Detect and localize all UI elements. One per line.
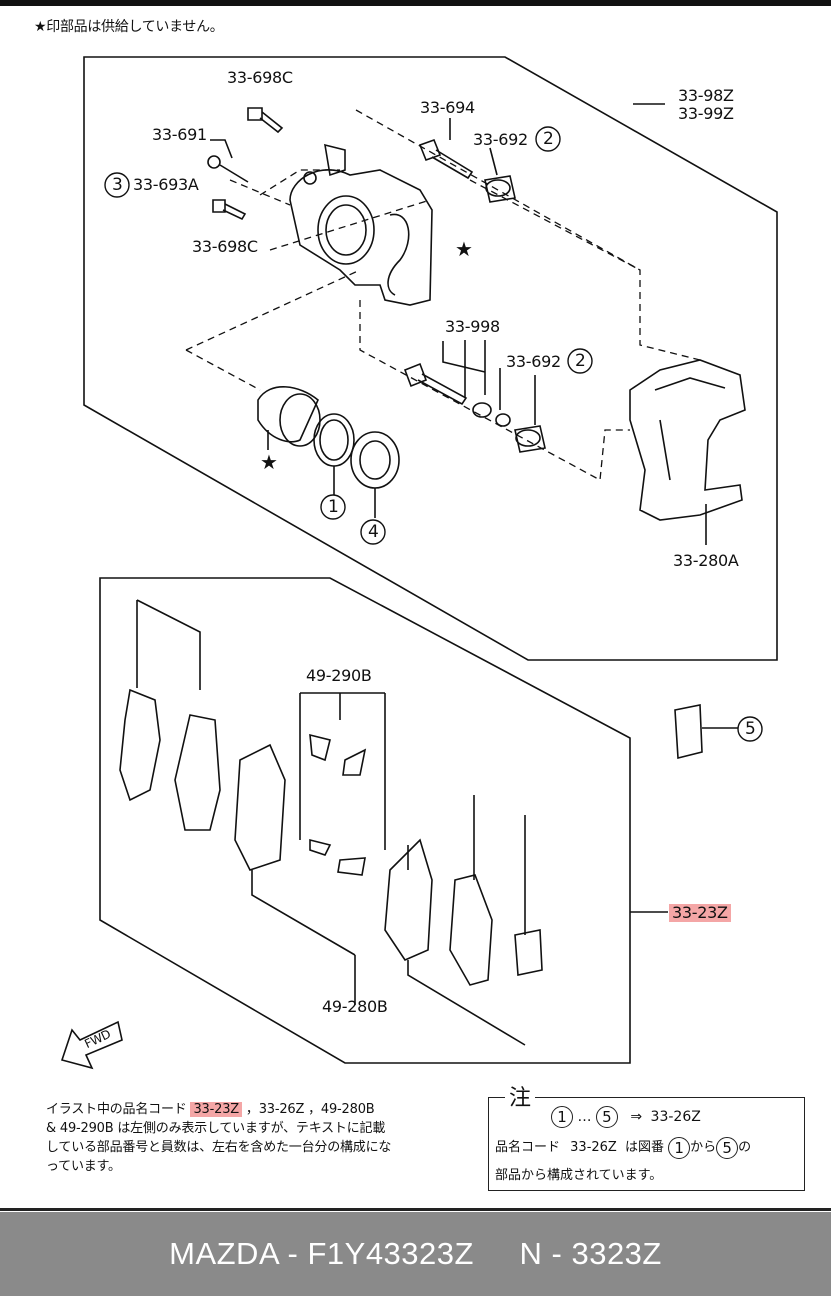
part-label-33-698c-lower: 33-698C (192, 237, 258, 256)
caliper-group-frame (83, 56, 778, 661)
part-label-33-98z: 33-98Z (678, 86, 734, 105)
callout-1: 1 (328, 497, 339, 517)
part-label-33-23z: 33-23Z (669, 904, 731, 922)
note-circle-5: 5 (595, 1106, 618, 1128)
note-l2-circle-5: 5 (716, 1136, 739, 1159)
part-label-33-692-mid: 33-692 (506, 352, 561, 371)
fwd-arrow-icon (60, 1020, 123, 1070)
star-mark-piston: ★ (260, 450, 278, 474)
note-l2-kara: から (690, 1140, 717, 1155)
footer-bar (0, 1212, 831, 1296)
note-target-code: 33-26Z (650, 1109, 701, 1125)
note-dots: … (577, 1109, 592, 1125)
part-label-33-99z: 33-99Z (678, 104, 734, 123)
brake-caliper-exploded-diagram (60, 56, 778, 1070)
note-l2-a: 品名コード (495, 1140, 561, 1155)
part-label-33-691: 33-691 (152, 125, 207, 144)
part-label-49-280b: 49-280B (322, 997, 388, 1016)
note-circle-1: 1 (551, 1106, 573, 1128)
part-label-33-998: 33-998 (445, 317, 500, 336)
footer-part-number: MAZDA - F1Y43323Z N - 3323Z (169, 1236, 662, 1271)
part-label-33-280a: 33-280A (673, 551, 739, 570)
callout-2-lower: 2 (575, 351, 586, 371)
callout-4: 4 (368, 522, 379, 542)
note-line-2: & 49-290B は左側のみ表示していますが、テキストに記載 (46, 1121, 386, 1136)
callout-2: 2 (543, 129, 554, 149)
note-line-4: っています。 (46, 1159, 121, 1174)
note-l3: 部品から構成されています。 (495, 1168, 663, 1183)
note-l2-no: の (738, 1140, 752, 1155)
pad-group-frame (99, 577, 631, 1064)
bolts (207, 107, 474, 406)
note-title: 注 (505, 1080, 536, 1112)
top-rule (0, 0, 831, 6)
callout-5: 5 (745, 719, 756, 739)
piston-and-seals (257, 386, 400, 518)
caliper-body (289, 143, 433, 306)
part-label-33-698c: 33-698C (227, 68, 293, 87)
note-highlight-code: 33-23Z (190, 1102, 242, 1117)
note-codes: ，33-26Z ，49-280B (245, 1102, 375, 1117)
part-label-33-692: 33-692 (473, 130, 528, 149)
bushings (472, 175, 546, 453)
part-label-33-693a: 33-693A (133, 175, 199, 194)
caliper-bracket (629, 359, 746, 521)
note-l2-b: は図番 (624, 1140, 664, 1155)
star-mark-caliper: ★ (455, 237, 473, 261)
note-prefix: イラスト中の品名コード (46, 1102, 187, 1117)
note-arrow: ⇒ (630, 1109, 643, 1125)
parts-note: イラスト中の品名コード 33-23Z ，33-26Z ，49-280B & 49… (46, 1100, 466, 1176)
part-label-49-290b: 49-290B (306, 666, 372, 685)
part-label-33-694: 33-694 (420, 98, 475, 117)
callout-3: 3 (112, 175, 123, 195)
brake-pads (119, 599, 738, 1046)
star-note: ★印部品は供給していません。 (34, 19, 224, 35)
note-line-3: している部品番号と員数は、左右を含めた一台分の構成にな (46, 1140, 392, 1155)
note-l2-code: 33-26Z (570, 1140, 617, 1155)
footer-rule (0, 1208, 831, 1211)
note-l2-circle-1: 1 (668, 1136, 691, 1159)
